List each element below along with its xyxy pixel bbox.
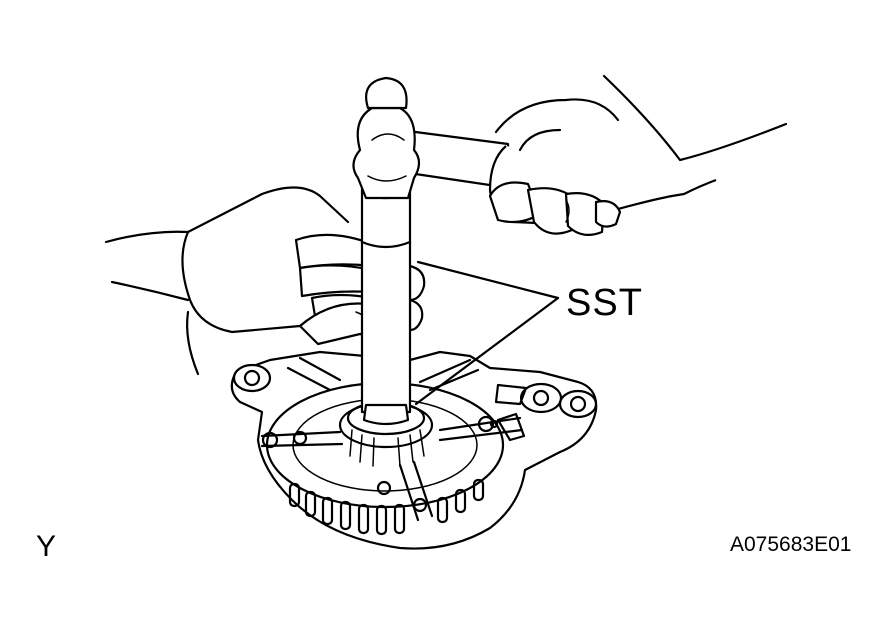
right-hand [488,74,788,237]
sst-drift [360,180,412,426]
sst-leader-lines [414,260,560,406]
sst-callout-label: SST [566,282,643,324]
figure-code-label: A075683E01 [730,533,852,556]
view-marker-label: Y [36,530,57,563]
hammer [352,76,512,200]
cooling-slots [288,478,485,536]
alternator-housing [230,350,598,550]
